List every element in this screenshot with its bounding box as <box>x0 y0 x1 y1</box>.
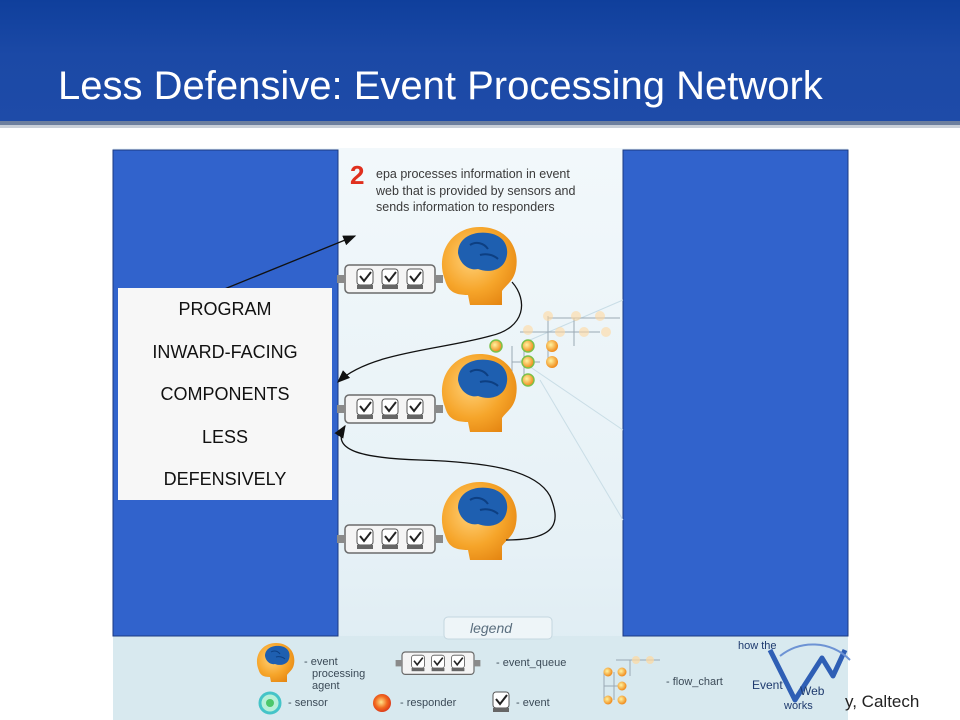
title-rule <box>0 121 960 125</box>
legend-flowchart-icon <box>603 656 660 705</box>
agent-head-1 <box>440 226 518 306</box>
brand-works: works <box>784 700 813 712</box>
caption-line-2: web that is provided by sensors and <box>376 184 576 198</box>
brand-web: Web <box>800 684 825 698</box>
responder-icon <box>373 694 391 712</box>
legend-flowchart-label: - flow_chart <box>666 676 723 688</box>
connector-3-to-2 <box>334 424 556 541</box>
connector-1-to-2 <box>337 281 523 383</box>
legend-agent-label-1: - event <box>304 656 338 668</box>
callout-box: PROGRAM INWARD-FACING COMPONENTS LESS DE… <box>118 288 332 500</box>
legend-event-icon <box>492 691 510 713</box>
event-queue-1 <box>337 265 443 293</box>
sensor-core-icon <box>266 699 274 707</box>
agent-head-3 <box>440 481 518 561</box>
event-web-logo <box>767 643 851 703</box>
brand-event: Event <box>752 678 783 692</box>
caption-line-3: sends information to responders <box>376 200 555 214</box>
legend-agent-icon <box>256 642 295 683</box>
slide-title: Less Defensive: Event Processing Network <box>58 64 823 108</box>
callout-line-3: COMPONENTS <box>160 384 290 404</box>
legend-sensor-label: - sensor <box>288 697 328 709</box>
right-blue-panel <box>622 149 849 637</box>
callout-line-2: INWARD-FACING <box>152 341 298 362</box>
legend-event-label: - event <box>516 697 550 709</box>
flow-chart-cluster <box>489 311 620 387</box>
legend-responder-label: - responder <box>400 697 457 709</box>
callout-arrow <box>221 235 357 291</box>
legend-strip <box>113 636 848 720</box>
legend-queue-label: - event_queue <box>496 657 567 669</box>
title-rule-light <box>0 125 960 128</box>
title-bar <box>0 0 960 122</box>
legend-agent-label-2: processing <box>312 668 366 680</box>
event-queue-2 <box>337 395 443 423</box>
legend-title: legend <box>470 620 513 636</box>
agent-head-2 <box>440 353 518 433</box>
step-number: 2 <box>350 160 365 190</box>
event-queue-3 <box>337 525 443 553</box>
callout-line-4: LESS <box>201 426 249 447</box>
caption-line-1: epa processes information in event <box>376 167 570 181</box>
brand-how: how the <box>738 640 777 652</box>
legend-box <box>443 616 553 640</box>
footer-affiliation: y, Caltech <box>845 692 920 711</box>
legend-queue-icon <box>396 652 481 674</box>
callout-line-5: DEFENSIVELY <box>163 469 287 489</box>
callout-line-1: PROGRAM <box>178 299 272 319</box>
legend-agent-label-3: agent <box>312 680 340 692</box>
